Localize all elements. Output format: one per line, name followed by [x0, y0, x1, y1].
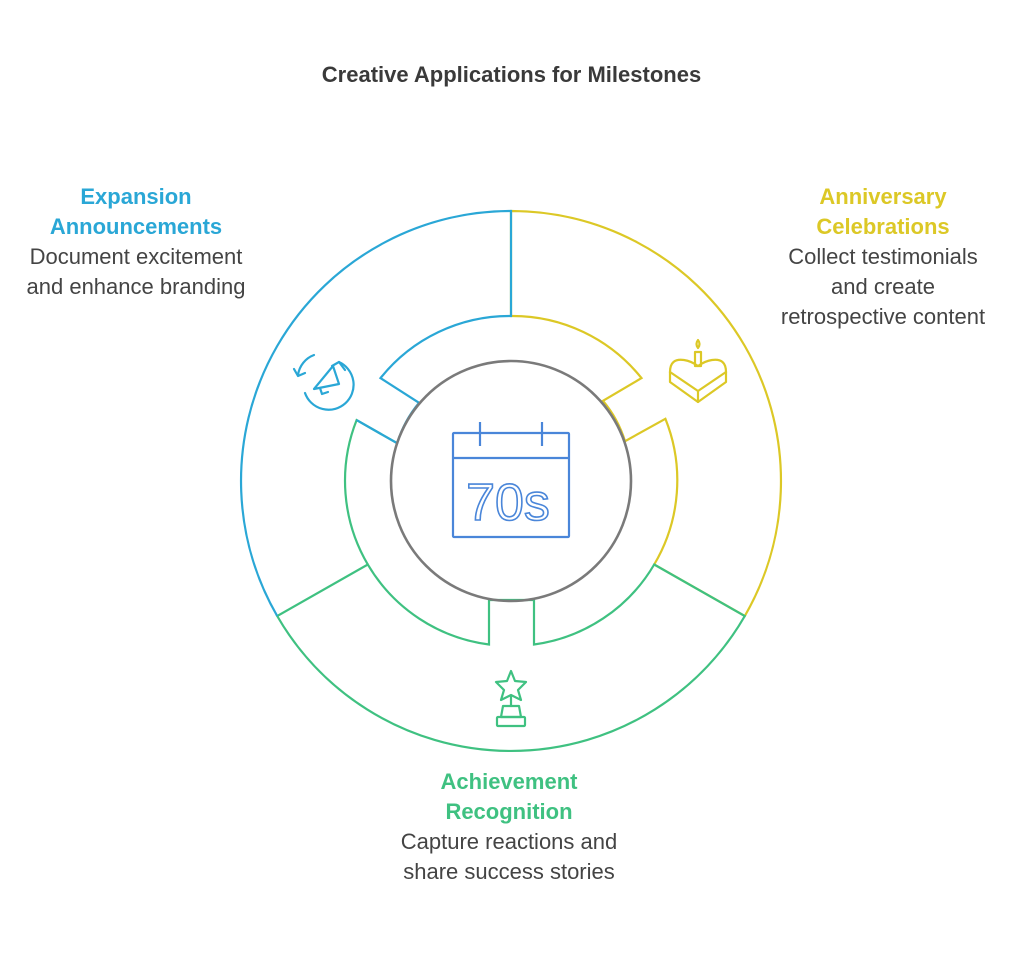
- achievement-heading: Achievement Recognition: [440, 769, 578, 824]
- segment-expansion: [240, 209, 513, 617]
- megaphone-icon: [292, 353, 355, 411]
- section-achievement: Achievement Recognition Capture reaction…: [390, 767, 628, 887]
- heart-cake-icon: [668, 338, 728, 404]
- expansion-description: Document excitement and enhance branding: [26, 244, 246, 299]
- anniversary-heading: Anniversary Celebrations: [816, 184, 950, 239]
- anniversary-description: Collect testimonials and create retrospe…: [780, 244, 986, 329]
- segment-achievement: [275, 418, 747, 753]
- segment-anniversary: [509, 209, 782, 618]
- star-trophy-icon: [494, 669, 528, 728]
- achievement-outer-arc: [275, 563, 747, 753]
- achievement-description: Capture reactions and share success stor…: [400, 829, 618, 884]
- expansion-outer-arc: [240, 209, 513, 617]
- section-expansion: Expansion Announcements Document excitem…: [26, 182, 246, 302]
- center-circle: [389, 359, 633, 603]
- expansion-heading: Expansion Announcements: [49, 184, 223, 239]
- calendar-icon: [451, 422, 571, 539]
- anniversary-outer-arc: [509, 209, 782, 618]
- diagram-title: Creative Applications for Milestones: [321, 62, 702, 87]
- section-anniversary: Anniversary Celebrations Collect testimo…: [776, 182, 990, 332]
- calendar-label: 70s: [466, 474, 550, 532]
- achievement-inner-arc: [343, 418, 398, 566]
